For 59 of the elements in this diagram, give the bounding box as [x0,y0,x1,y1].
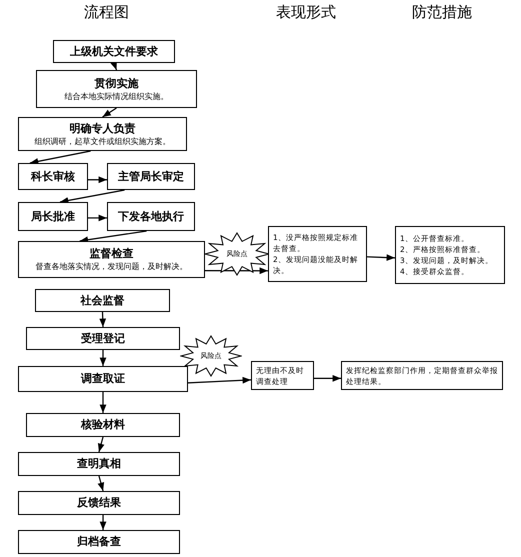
box-title: 归档备查 [77,535,121,549]
box-title: 局长批准 [31,210,75,224]
note-box [268,226,367,282]
column-heading: 流程图 [84,3,129,22]
arrow [60,189,125,204]
process-box [18,530,180,554]
arrow [100,515,106,530]
note-box [341,361,503,390]
box-title: 受理登记 [81,332,125,346]
process-box [18,163,88,190]
process-box [18,491,180,515]
arrow [205,267,268,274]
arrow [80,230,147,244]
box-title: 下发各地执行 [118,210,184,224]
risk-starburst [180,335,242,377]
process-box [18,202,88,231]
note-box [251,361,314,390]
column-heading: 表现形式 [276,3,336,22]
box-title: 贯彻实施 [94,76,138,90]
box-title: 监督检查 [90,247,134,261]
process-box [18,241,205,278]
note-box [395,226,505,284]
arrow [100,392,106,413]
box-title: 科长审核 [31,170,75,184]
arrow [110,60,118,70]
process-box [26,327,180,350]
arrow [366,254,396,261]
process-box [53,40,175,63]
process-box [18,452,180,476]
arrow [100,350,106,366]
process-box [18,117,187,151]
process-box [36,70,197,108]
process-box [107,163,195,190]
arrow [98,436,104,452]
box-title: 查明真相 [77,457,121,471]
process-box [18,366,188,392]
box-title: 反馈结果 [77,496,121,510]
arrow [188,376,252,384]
box-title: 主管局长审定 [118,170,184,184]
box-text: 结合本地实际情况组织实施。 [64,90,168,102]
arrow [314,375,341,382]
box-title: 调查取证 [81,372,125,386]
process-box [26,413,180,437]
arrow [99,312,106,328]
box-title: 社会监督 [80,294,124,308]
column-heading: 防范措施 [412,3,472,22]
arrow [102,108,117,118]
arrow [30,150,91,165]
box-text: 督查各地落实情况，发现问题，及时解决。 [36,261,188,272]
arrow [88,214,107,222]
box-title: 明确专人负责 [70,122,136,136]
box-title: 核验材料 [81,418,125,432]
process-box [107,202,195,231]
arrow [98,476,104,492]
arrow [88,176,107,184]
box-text: 组织调研，起草文件或组织实施方案。 [34,136,170,146]
box-title: 上级机关文件要求 [70,44,158,58]
process-box [35,289,170,312]
risk-starburst [204,232,270,276]
